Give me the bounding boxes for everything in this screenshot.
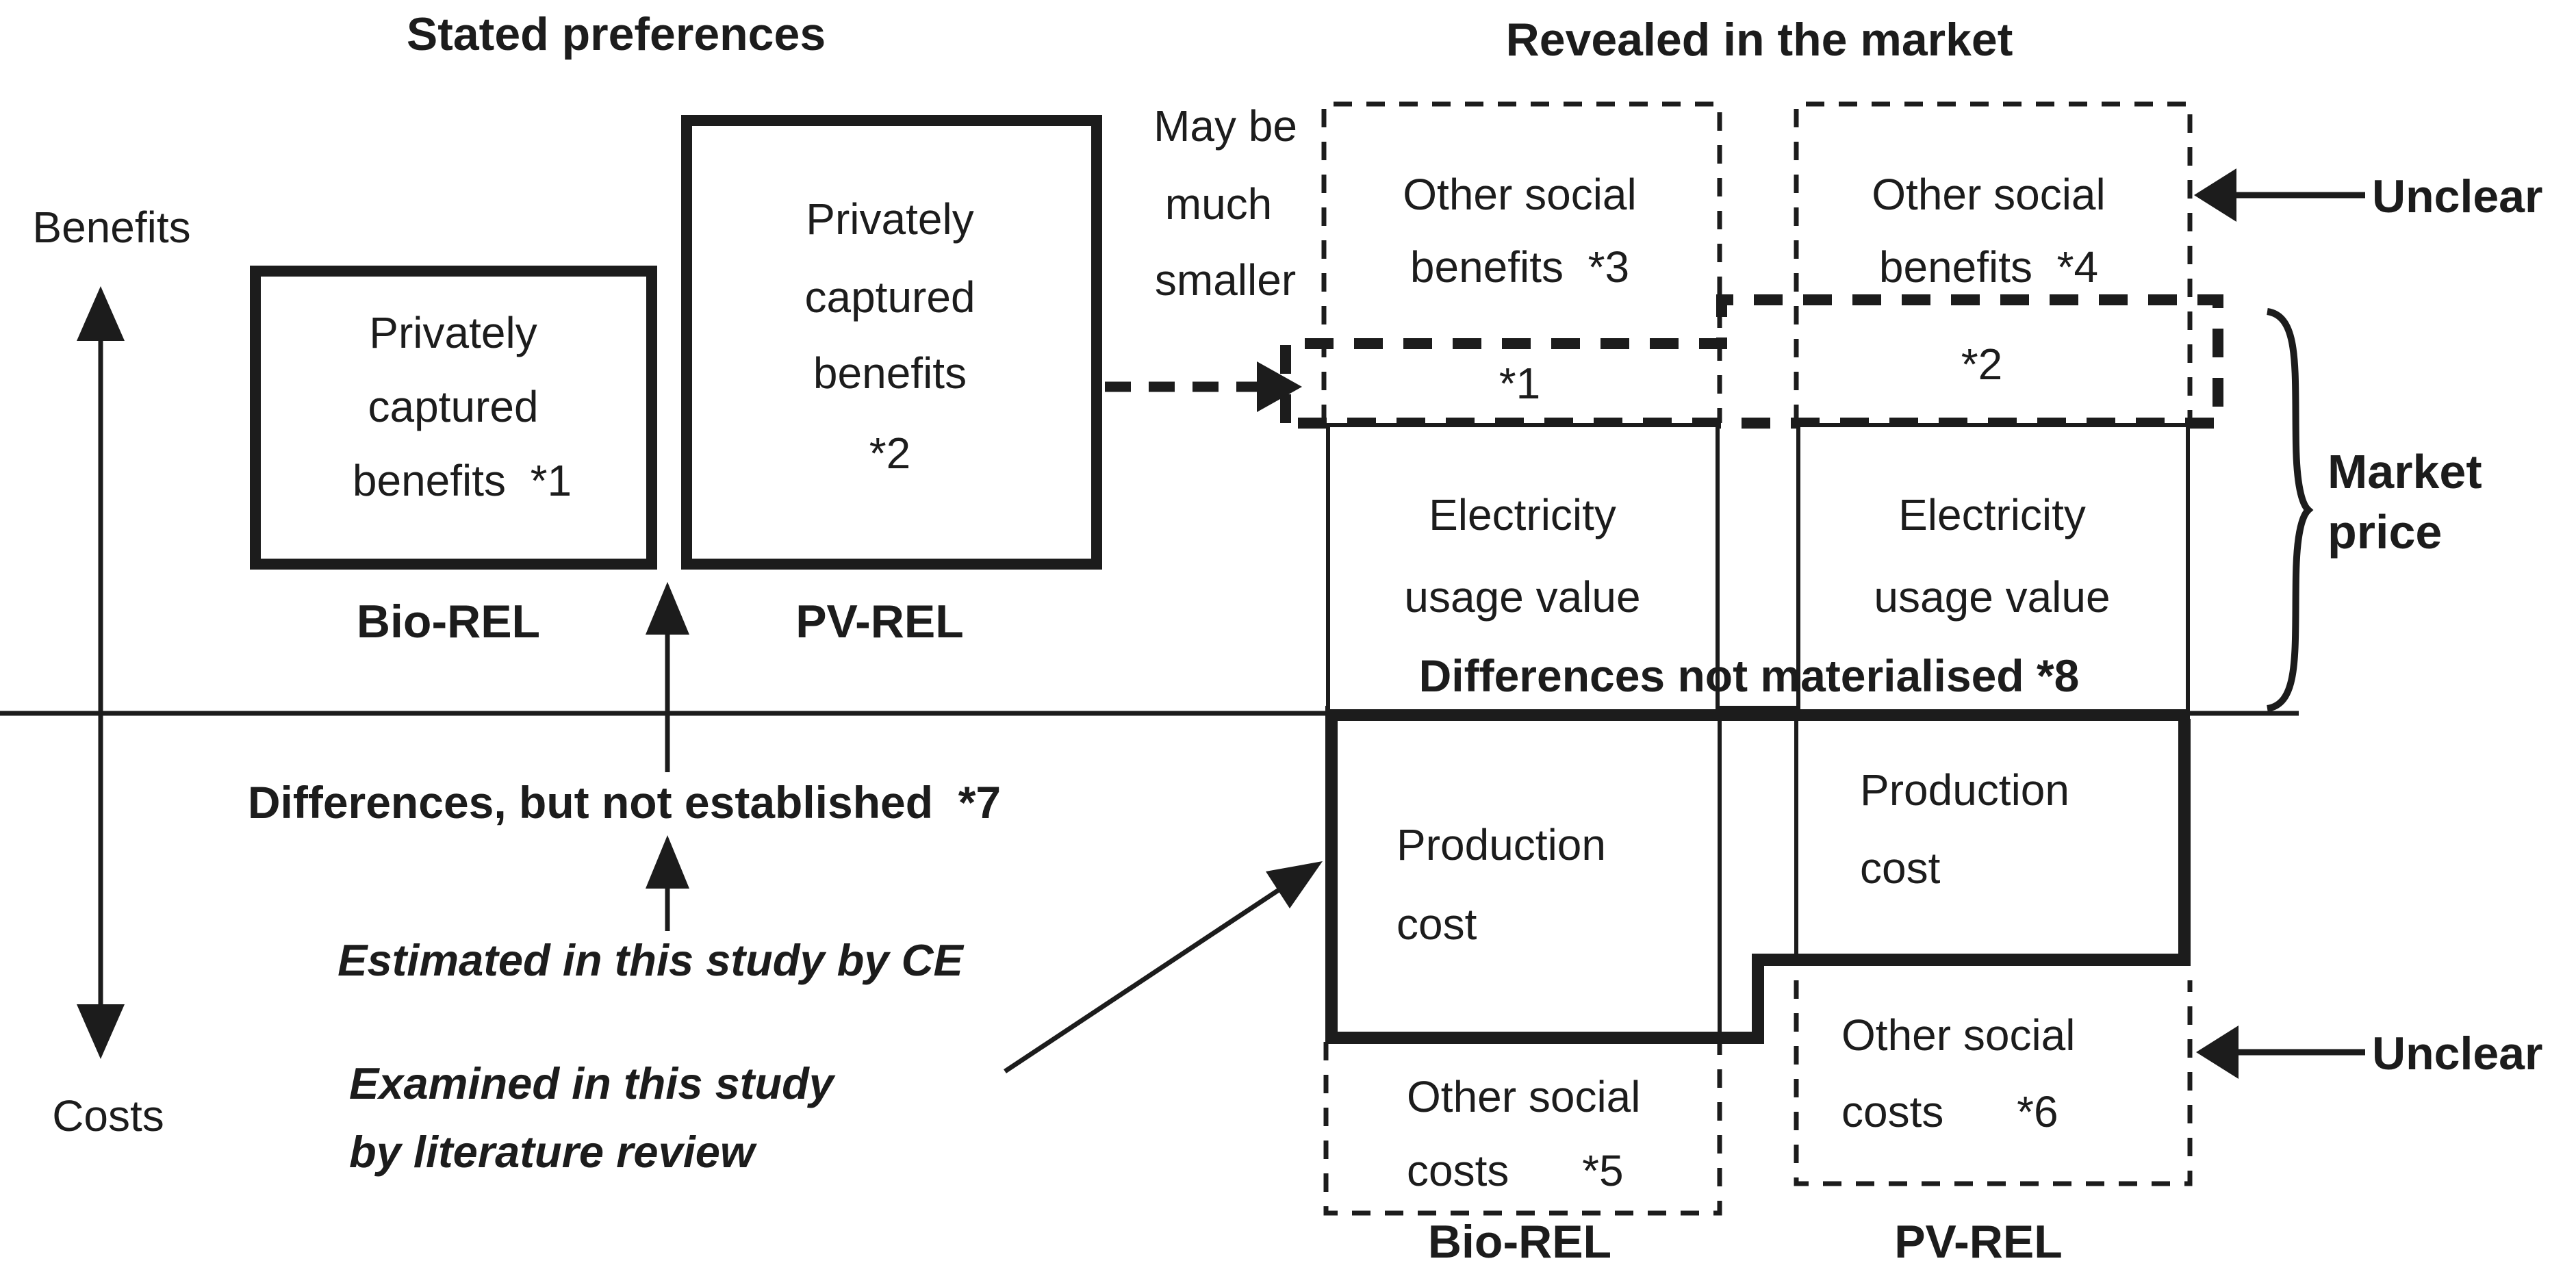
stated-bio-box-line: Privately	[369, 308, 537, 357]
market-price-dashed-strip	[1280, 294, 2223, 429]
differences-not-established-label: Differences, but not established *7	[247, 777, 1002, 828]
may-be-smaller-line: much	[1164, 179, 1273, 229]
other-social-costs-pv-line: costs *6	[1841, 1087, 2058, 1136]
stated-pv-rel-label: PV-REL	[795, 596, 964, 648]
electricity-pv-line: Electricity	[1898, 490, 2086, 539]
other-social-benefits-pv-line: benefits *4	[1878, 242, 2099, 292]
may-be-smaller-line: May be	[1153, 101, 1297, 151]
revealed-in-market-title: Revealed in the market	[1505, 14, 2013, 66]
differences-not-materialised-label: Differences not materialised *8	[1418, 650, 2080, 701]
benefits-axis-label: Benefits	[32, 203, 191, 252]
costs-axis-label: Costs	[52, 1091, 164, 1141]
production-pv-line: Production	[1860, 765, 2069, 815]
arrow-left-icon	[2196, 1025, 2239, 1079]
electricity-bio-line: Electricity	[1429, 490, 1616, 539]
examined-by-literature-line: Examined in this study	[349, 1058, 834, 1108]
stated-preferences-title: Stated preferences	[406, 8, 826, 60]
arrow-up-right-icon	[1266, 861, 1323, 908]
production-pv-line: cost	[1860, 843, 1941, 893]
market-price-line: Market	[2328, 445, 2482, 498]
examined-by-literature-line: by literature review	[349, 1127, 755, 1177]
other-social-costs-pv-dashed-box	[1794, 980, 2193, 1186]
other-social-costs-bio-line: Other social	[1407, 1072, 1641, 1121]
stated-bio-box-line: benefits *1	[352, 456, 572, 505]
other-social-benefits-pv-line: Other social	[1872, 170, 2106, 219]
revealed-pv-rel-label: PV-REL	[1894, 1216, 2063, 1268]
other-social-costs-pv-line: Other social	[1841, 1010, 2076, 1060]
arrow-right-icon	[1257, 361, 1302, 412]
stated-bio-benefits-box	[250, 266, 657, 570]
revealed-bio-rel-label: Bio-REL	[1427, 1216, 1612, 1268]
electricity-usage-bio-box	[1326, 423, 1720, 713]
stated-bio-rel-label: Bio-REL	[356, 596, 541, 648]
unclear-bottom-label: Unclear	[2372, 1028, 2543, 1080]
arrow-up-icon	[646, 582, 689, 635]
examined-arrow-line	[1004, 888, 1280, 1073]
stated-pv-box-line: *2	[869, 429, 911, 478]
stated-bio-box-line: captured	[368, 382, 539, 431]
other-social-benefits-pv-dashed-box	[1794, 101, 2193, 423]
other-social-benefits-bio-line: Other social	[1403, 170, 1637, 219]
production-cost-outline	[1325, 719, 2191, 1044]
production-bio-line: cost	[1397, 900, 1477, 949]
arrow-down-icon	[77, 1004, 125, 1059]
electricity-pv-line: usage value	[1874, 572, 2110, 622]
other-social-benefits-bio-line: benefits *3	[1410, 242, 1630, 292]
stated-pv-box-line: captured	[804, 272, 975, 322]
market-price-line: price	[2328, 505, 2443, 559]
stated-pv-box-line: Privately	[806, 194, 974, 244]
strip-pv-label: *2	[1961, 340, 2003, 389]
stated-pv-benefits-box	[681, 115, 1102, 570]
electricity-usage-pv-box	[1796, 423, 2190, 713]
estimated-by-ce-label: Estimated in this study by CE	[337, 935, 963, 985]
arrow-up-icon	[77, 286, 125, 341]
arrow-up-icon	[646, 835, 689, 889]
other-social-costs-bio-dashed-box	[1323, 1042, 1722, 1216]
stated-pv-box-line: benefits	[813, 348, 967, 398]
electricity-bio-line: usage value	[1404, 572, 1641, 622]
other-social-costs-bio-line: costs *5	[1407, 1146, 1624, 1195]
strip-bio-label: *1	[1499, 359, 1541, 408]
arrow-left-icon	[2194, 168, 2236, 222]
market-price-brace-icon	[2266, 308, 2314, 712]
production-bio-line: Production	[1397, 820, 1606, 869]
unclear-top-label: Unclear	[2372, 170, 2543, 222]
may-be-smaller-line: smaller	[1154, 255, 1297, 305]
